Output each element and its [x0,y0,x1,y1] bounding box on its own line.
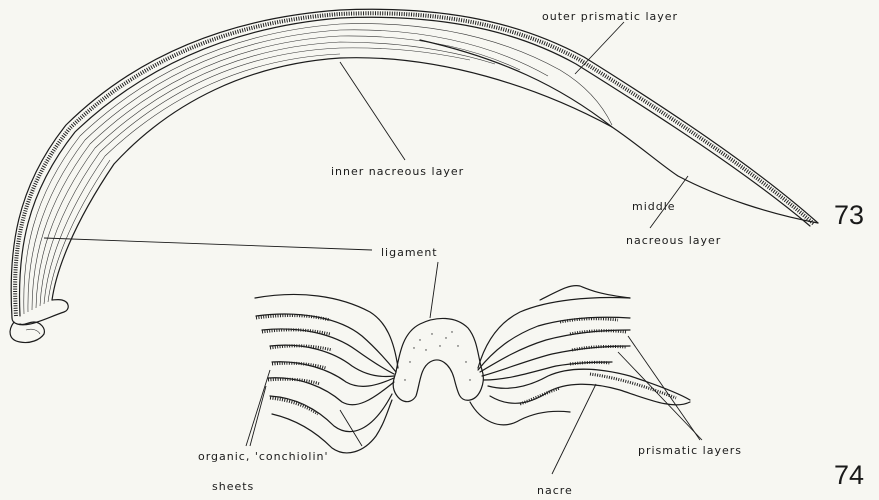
ligament-73 [10,322,44,343]
figure-number-73: 73 [834,200,864,230]
label-nacreous-layer: nacreous layer [626,234,721,247]
left-valve-layers [255,294,398,452]
leader-lines [44,22,702,474]
middle-nacreous-boundary [420,40,612,127]
inner-nacreous-lines [24,24,612,314]
leader-organic-3 [340,410,362,446]
labels: outer prismatic layer inner nacreous lay… [198,10,864,497]
label-outer-prismatic-layer: outer prismatic layer [542,10,678,23]
figure-number-74: 74 [834,460,864,490]
ligament-stipple [404,331,470,380]
right-valve-layers [470,286,690,425]
label-organic-conchiolin: organic, 'conchiolin' [198,450,329,463]
label-nacre: nacre [537,484,573,497]
shell-inner-surface [52,58,818,300]
leader-nacre [552,384,596,474]
leader-organic-1 [246,370,270,446]
leader-inner-nacreous [340,62,405,160]
ligament-74 [393,318,483,401]
ligament-73-inner [26,329,40,334]
leader-ligament-73 [44,238,372,250]
shell-outer-edge [11,9,818,318]
label-inner-nacreous-layer: inner nacreous layer [331,165,464,178]
label-prismatic-layers: prismatic layers [638,444,742,457]
leader-ligament-74 [430,262,438,318]
label-middle: middle [632,200,676,213]
leader-organic-2 [250,386,266,446]
label-ligament: ligament [381,246,438,259]
leader-prismatic-1 [628,336,700,440]
label-sheets: sheets [212,480,254,493]
leader-prismatic-2 [618,352,702,440]
figure-74-ligament-section [255,286,690,453]
